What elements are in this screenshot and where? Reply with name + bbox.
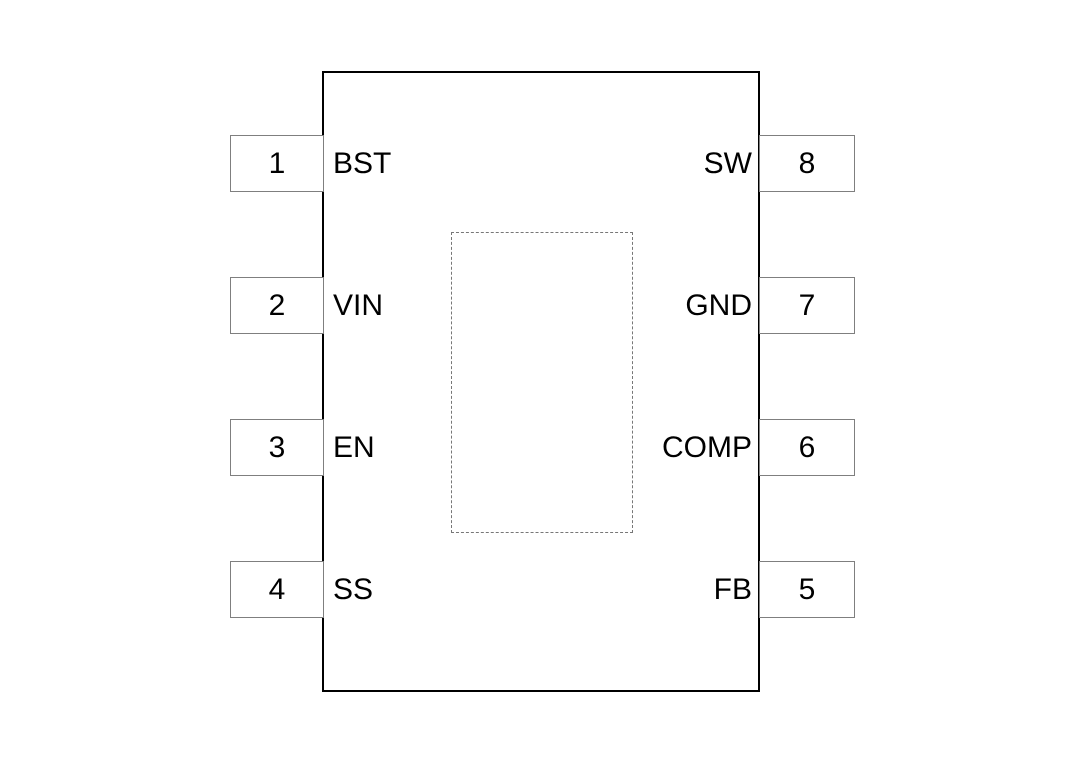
pin-7-box: 7 bbox=[759, 277, 855, 334]
pin-4-name-label: SS bbox=[333, 573, 374, 606]
pin-8-box: 8 bbox=[759, 135, 855, 192]
pin-4-number: 4 bbox=[268, 572, 286, 606]
pin-6-name-label: COMP bbox=[662, 431, 752, 464]
pin-5-name-label: FB bbox=[713, 573, 752, 606]
pin-8-number: 8 bbox=[798, 146, 816, 180]
pin-1-box: 1 bbox=[230, 135, 324, 192]
pin-7-name-label: GND bbox=[685, 289, 752, 322]
pin-1-name-label: BST bbox=[333, 147, 392, 180]
pin-6-number: 6 bbox=[798, 430, 816, 464]
pin-3-name-label: EN bbox=[333, 431, 375, 464]
chip-body-outline bbox=[322, 71, 760, 692]
pin-4-box: 4 bbox=[230, 561, 324, 618]
pin-1-number: 1 bbox=[268, 146, 286, 180]
thermal-pad-outline bbox=[451, 232, 633, 533]
pin-2-name-label: VIN bbox=[333, 289, 384, 322]
pin-2-number: 2 bbox=[268, 288, 286, 322]
pin-5-number: 5 bbox=[798, 572, 816, 606]
pin-2-box: 2 bbox=[230, 277, 324, 334]
pin-5-box: 5 bbox=[759, 561, 855, 618]
pin-7-number: 7 bbox=[798, 288, 816, 322]
pin-6-box: 6 bbox=[759, 419, 855, 476]
pin-8-name-label: SW bbox=[703, 147, 752, 180]
pin-3-number: 3 bbox=[268, 430, 286, 464]
pin-3-box: 3 bbox=[230, 419, 324, 476]
